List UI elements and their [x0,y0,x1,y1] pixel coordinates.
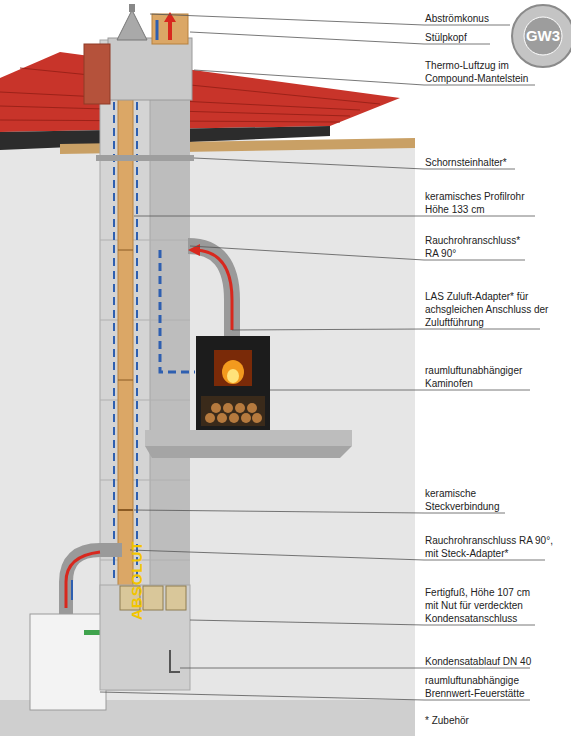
callout-label: Kondensatablauf DN 40 [425,655,565,668]
callout-label: * Zubehör [425,714,525,727]
leader-line [190,246,525,260]
stove-window [214,350,252,386]
callout-label: Rauchrohranschluss* RA 90° [425,234,533,260]
flue-pipe [188,246,232,338]
callout-label: raumluftunabhängiger Kaminofen [425,364,537,390]
air-arrow [71,580,73,600]
leader-line [134,216,535,217]
callout-label: Rauchrohranschluss RA 90°, mit Steck-Ada… [425,534,560,560]
callout-label: Thermo-Luftzug im Compound-Mantelstein [425,59,537,85]
log [247,403,257,413]
callout-label: Schornsteinhalter* [425,156,565,169]
socket-joint [118,380,133,381]
log [252,413,262,423]
cone-tip [129,4,135,12]
fire [227,369,239,383]
floor-slab [145,430,352,446]
condensing-boiler [30,614,106,710]
badge-text: GW3 [523,26,563,46]
flow-arrow-head [188,244,200,256]
block-joint [100,320,190,321]
flow-arrow [196,250,232,330]
callout-label: raumluftunabhängige Brennwert-Feuerstätt… [425,674,537,700]
floor-slab-edge [145,446,352,458]
condensate-drain [170,650,180,672]
socket-joint [118,250,133,251]
cleanout-door [143,586,163,610]
roof-tiles [0,52,400,132]
brick-chimney [84,44,110,104]
callout-label: LAS Zuluft-Adapter* für achsgleichen Ans… [425,290,557,329]
air-arrow [156,20,159,40]
flow-arrow [66,552,100,608]
log [205,413,215,423]
cleanout-door [166,586,186,610]
air-channel [136,50,138,580]
log [211,403,221,413]
air-channel [113,50,115,580]
chimney-base [100,585,190,690]
callout-label: Fertigfuß, Höhe 107 cm mit Nut für verde… [425,586,545,625]
tile-line [20,68,380,104]
logs [205,403,262,423]
outflow-cone [117,10,147,40]
log [241,413,251,423]
leader-line [180,668,530,669]
log [217,413,227,423]
house-wall [0,140,415,710]
wood-store [201,396,265,426]
quality-badge [512,5,571,67]
callout-label: Abströmkonus [425,12,565,25]
leader-lines [100,14,545,700]
leader-line [270,390,530,391]
chimney-holder [96,155,194,161]
ceramic-flue [118,45,133,590]
block-joint [100,400,190,401]
boiler-display [84,630,102,635]
log [223,403,233,413]
log [235,403,245,413]
flow-arrow-head [164,12,176,22]
brand-lettering: ABSOLUT [130,530,143,620]
badge-inner [524,17,562,55]
chimney-head [108,38,192,100]
socket-joint [118,509,133,511]
callout-label: keramische Steckverbindung [425,487,507,513]
fire [222,360,244,384]
stove-body [196,336,270,430]
air-supply [160,250,195,372]
callout-label: keramisches Profilrohr Höhe 133 cm [425,190,543,216]
log [229,413,239,423]
leader-line [232,329,540,330]
